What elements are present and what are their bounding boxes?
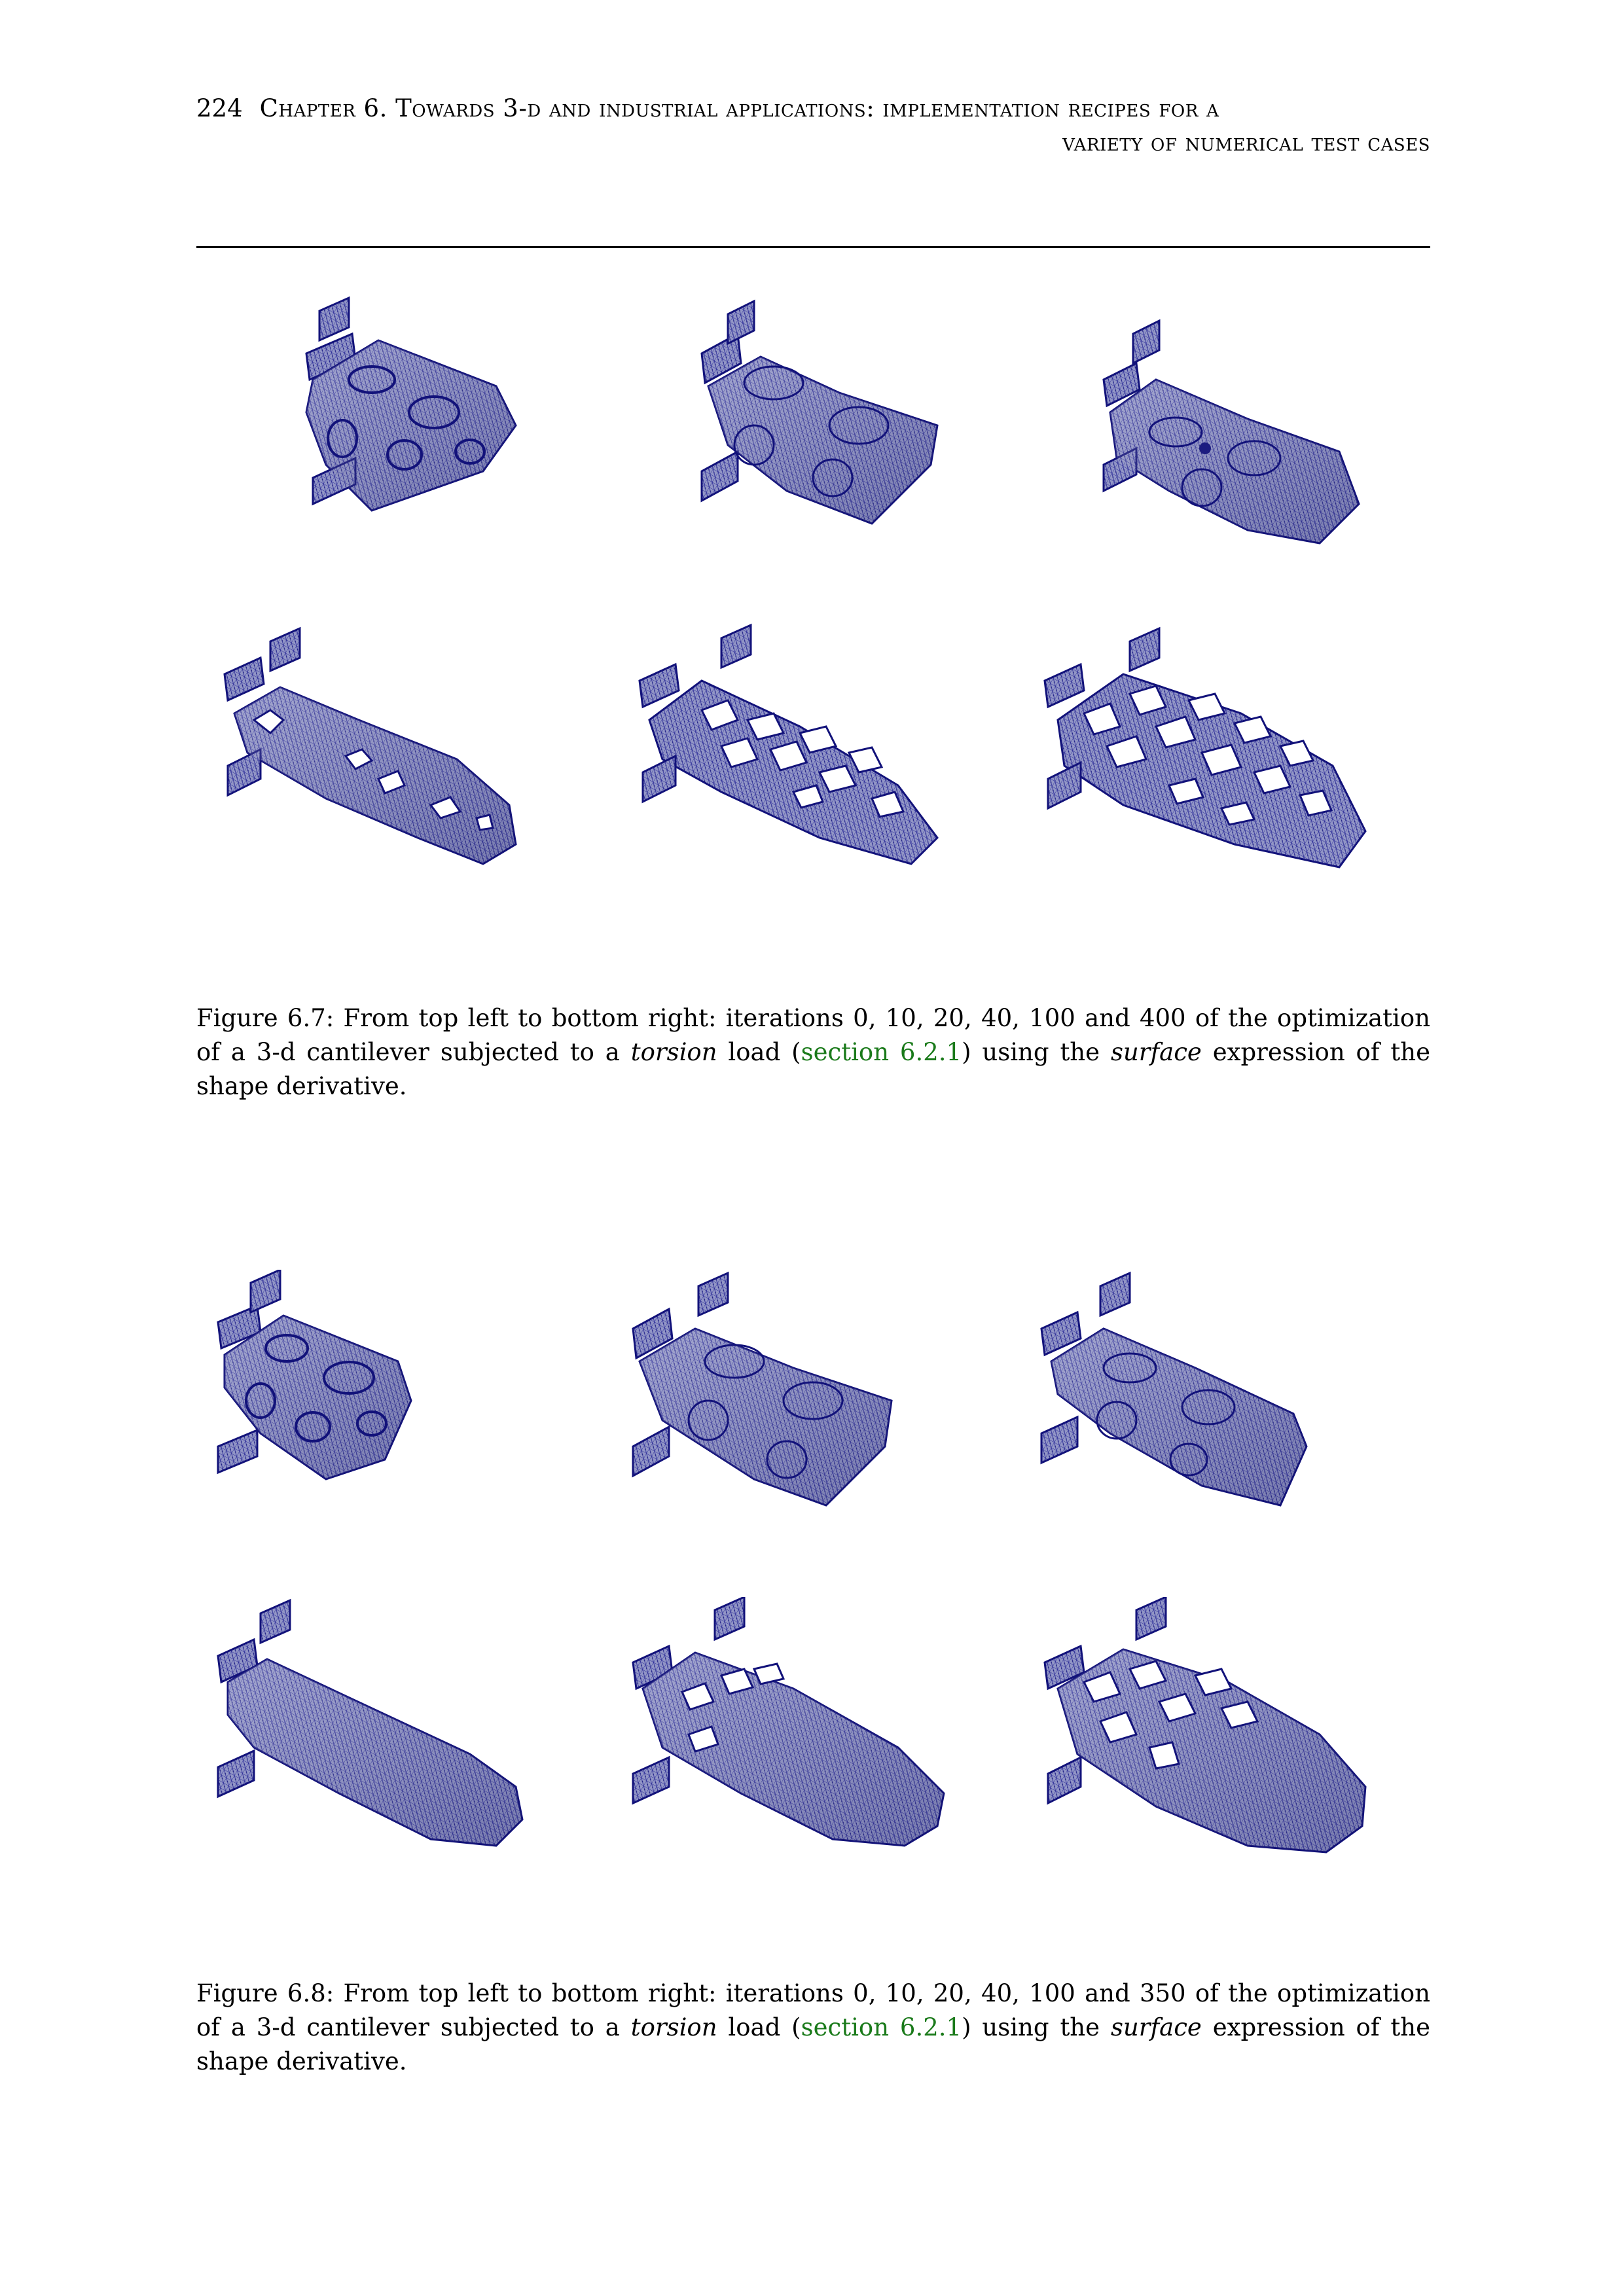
cantilever-iteration-panel [1038,295,1431,622]
caption-label: Figure 6.8: [196,1979,334,2007]
chapter-title-line1: Chapter 6. Towards 3-d and industrial ap… [259,94,1219,122]
cantilever-iteration-panel [208,295,601,622]
caption-emphasis: torsion [630,2013,717,2041]
cantilever-iteration-panel [208,1597,601,1924]
figure-6-7 [208,295,1439,949]
cantilever-iteration-panel [1038,1597,1431,1924]
caption-label: Figure 6.7: [196,1004,334,1032]
cantilever-iteration-panel [623,1270,1016,1597]
caption-text: ) using the [962,2013,1111,2041]
running-header: 224 Chapter 6. Towards 3-d and industria… [196,92,1430,248]
cantilever-iteration-panel [208,1270,601,1597]
caption-text: load ( [717,2013,801,2041]
figure-6-8-caption: Figure 6.8: From top left to bottom righ… [196,1977,1430,2079]
cantilever-iteration-panel [623,622,1016,949]
cantilever-iteration-panel [1038,622,1431,949]
figure-6-8 [208,1270,1439,1924]
cantilever-iteration-panel [208,622,601,949]
caption-text: load ( [717,1038,801,1066]
caption-emphasis: surface [1110,1038,1202,1066]
cantilever-iteration-panel [623,1597,1016,1924]
caption-emphasis: torsion [630,1038,717,1066]
section-reference-link[interactable]: section 6.2.1 [801,2013,962,2041]
caption-text: From top left to bottom right: iteration… [196,1004,1430,1066]
section-reference-link[interactable]: section 6.2.1 [801,1038,962,1066]
caption-emphasis: surface [1110,2013,1202,2041]
caption-text: expression of the shape derivative. [196,2013,1431,2075]
cantilever-iteration-panel [1038,1270,1431,1597]
header-rule [196,246,1430,248]
caption-text: From top left to bottom right: iteration… [196,1979,1430,2041]
page-number: 224 [196,94,243,122]
chapter-title-line2: variety of numerical test cases [1062,128,1430,156]
caption-text: expression of the shape derivative. [196,1038,1431,1100]
figure-6-7-caption: Figure 6.7: From top left to bottom righ… [196,1001,1430,1103]
cantilever-iteration-panel [623,295,1016,622]
caption-text: ) using the [962,1038,1111,1066]
